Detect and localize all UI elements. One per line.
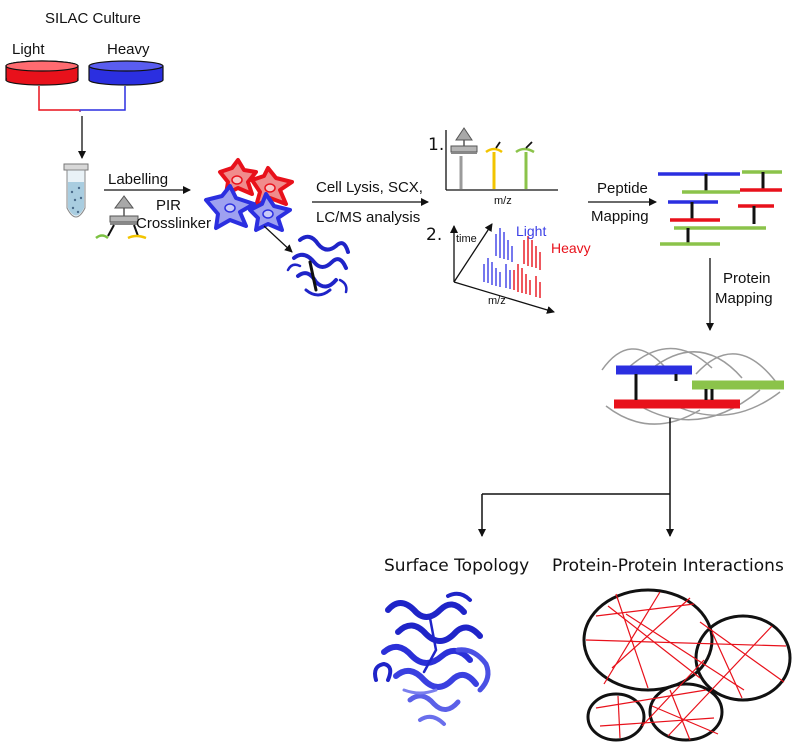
arrow-cells-to-protein	[263, 225, 293, 253]
ms2-legend-light: Light	[516, 223, 546, 239]
analysis-label-line2: LC/MS analysis	[316, 209, 420, 226]
peptide-map	[658, 170, 782, 246]
crosslinked-protein-structure-small	[286, 234, 350, 297]
ms2-3d-spectrum	[450, 223, 555, 314]
sample-tube-icon	[63, 163, 89, 218]
heavy-culture-dish	[88, 60, 164, 86]
ppi-label: Protein-Protein Interactions	[552, 556, 784, 576]
ms-marker-2: 2.	[426, 225, 442, 245]
pir-label: PIR	[156, 197, 181, 214]
labelled-cells-icon	[204, 158, 294, 232]
ms1-mz-axis-label: m/z	[494, 195, 512, 207]
silac-culture-title: SILAC Culture	[45, 10, 141, 27]
peptide-mapping-label-line1: Peptide	[597, 180, 648, 197]
protein-surface-structure	[373, 591, 491, 726]
surface-topology-label: Surface Topology	[384, 556, 529, 576]
protein-mapping-label-line1: Protein	[723, 270, 771, 287]
analysis-label-line1: Cell Lysis, SCX,	[316, 179, 423, 196]
peptide-mapping-label-line2: Mapping	[591, 208, 649, 225]
output-split-connector	[478, 418, 674, 537]
pir-crosslinker-icon	[95, 195, 147, 240]
light-label: Light	[12, 41, 45, 58]
ms2-time-axis-label: time	[456, 233, 477, 245]
heavy-label: Heavy	[107, 41, 150, 58]
ms-marker-1: 1.	[428, 135, 444, 155]
labelling-label: Labelling	[108, 171, 168, 188]
ms2-legend-heavy: Heavy	[551, 240, 591, 256]
ppi-interaction-network	[582, 588, 792, 742]
crosslinker-label: Crosslinker	[136, 215, 211, 232]
ms1-spectrum	[445, 127, 558, 191]
culture-merge-connector	[38, 86, 126, 112]
ms2-mz-axis-label: m/z	[488, 295, 506, 307]
protein-map	[601, 347, 784, 425]
protein-mapping-label-line2: Mapping	[715, 290, 773, 307]
light-culture-dish	[5, 60, 79, 86]
